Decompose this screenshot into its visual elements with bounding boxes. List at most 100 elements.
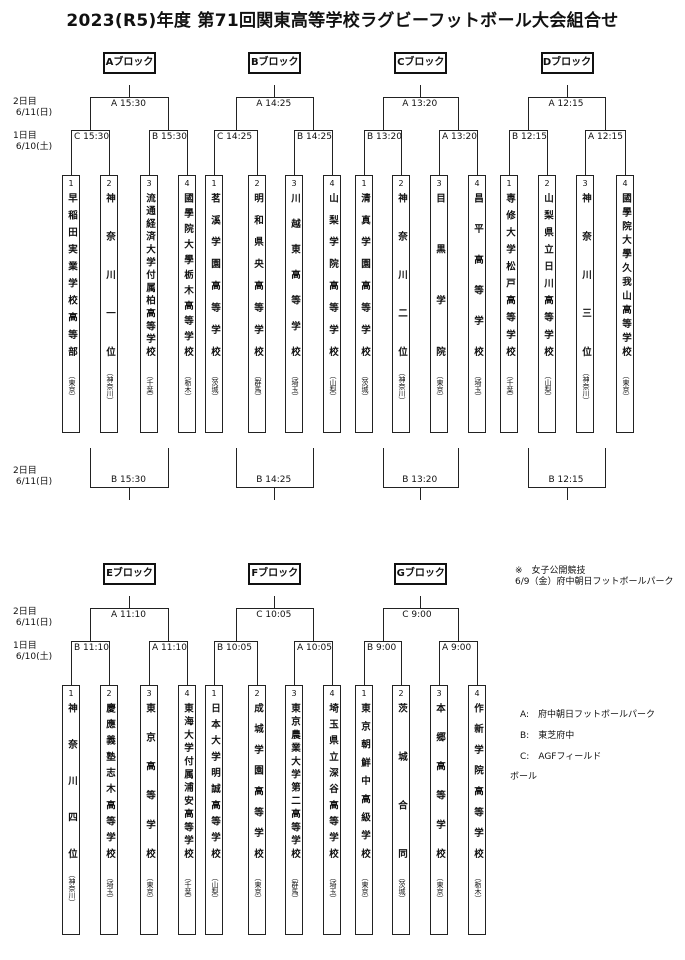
team-prefecture: （茨城）: [211, 372, 219, 400]
seed-number: 1: [68, 689, 74, 698]
bracket-line: [313, 97, 314, 130]
team-name: 本郷高等学校: [434, 703, 445, 858]
team-prefecture: （東京）: [146, 874, 154, 902]
day2-date: 6/11(日): [15, 477, 53, 487]
seed-number: 4: [474, 689, 480, 698]
seed-number: 2: [398, 179, 404, 188]
final-match-time: A 11:10: [111, 610, 146, 620]
team-name: 神奈川二位: [396, 193, 407, 356]
bracket-line: [382, 608, 384, 641]
team-name: 東京朝鮮中高級学校: [359, 703, 370, 858]
seed-number: 4: [184, 179, 190, 188]
womens-note: ※ 女子公開競技: [515, 566, 586, 576]
bracket-line: [313, 448, 314, 487]
bracket-line: [129, 487, 130, 500]
team-name: 國學院大學栃木高等学校: [182, 193, 193, 356]
first-round-match-time: B 15:30: [152, 132, 187, 142]
page-title: 2023(R5)年度 第71回関東高等学校ラグビーフットボール大会組合せ: [66, 11, 619, 31]
seed-number: 3: [146, 179, 152, 188]
seed-number: 3: [291, 179, 297, 188]
team-name: 清真学園高等学校: [359, 193, 370, 356]
first-round-match-time: B 14:25: [297, 132, 332, 142]
bracket-line: [274, 85, 276, 97]
seed-number: 3: [436, 179, 442, 188]
team-prefecture: （東京）: [361, 874, 369, 902]
team-name: 流通経済大学付属柏高等学校: [144, 193, 155, 356]
bracket-line: [382, 97, 384, 130]
seed-number: 3: [436, 689, 442, 698]
placement-match-time: B 13:20: [402, 475, 438, 485]
bracket-line: [547, 130, 548, 175]
placement-match-time: B 15:30: [111, 475, 146, 485]
seed-number: 4: [474, 179, 480, 188]
day2-label-mid: 2日目 6/11(日): [13, 466, 52, 488]
bracket-line: [313, 608, 314, 641]
block-label-Gブロック: Gブロック: [394, 563, 448, 585]
bracket-line: [439, 130, 478, 131]
first-round-match-time: B 13:20: [367, 132, 402, 142]
bracket-line: [235, 97, 314, 98]
team-name: 山梨学院高等学校: [327, 193, 338, 356]
venue-overflow-text: ボール: [510, 772, 538, 782]
bracket-line: [71, 130, 72, 175]
bracket-line: [477, 130, 478, 175]
bracket-line: [235, 608, 314, 609]
bracket-line: [585, 130, 626, 131]
bracket-line: [332, 130, 333, 175]
venue-c: C: AGFフィールド: [520, 752, 602, 762]
bracket-line: [401, 641, 402, 685]
team-prefecture: （東京）: [68, 372, 76, 400]
bracket-line: [585, 130, 586, 175]
bracket-line: [168, 448, 169, 487]
bracket-line: [149, 130, 188, 131]
day1-date: 6/10(土): [15, 142, 53, 152]
bracket-line: [528, 97, 529, 130]
bracket-line: [420, 85, 422, 97]
team-name: 山梨県立日川高等学校: [542, 193, 553, 356]
final-match-time: A 15:30: [111, 99, 146, 109]
bracket-line: [528, 448, 529, 487]
team-prefecture: （神奈川）: [582, 368, 590, 404]
bracket-line: [439, 130, 440, 175]
team-name: 神奈川一位: [104, 193, 115, 356]
bracket-line: [420, 487, 422, 500]
bracket-line: [509, 130, 548, 131]
day2-text: 2日目: [13, 97, 37, 107]
block-label-Cブロック: Cブロック: [394, 52, 448, 74]
team-name: 國學院大學久我山高等学校: [620, 193, 631, 356]
day1-date: 6/10(土): [15, 652, 53, 662]
seed-number: 2: [544, 179, 550, 188]
bracket-line: [90, 97, 169, 98]
bracket-line: [420, 596, 422, 608]
day2-date: 6/11(日): [15, 108, 53, 118]
bracket-line: [605, 448, 606, 487]
bracket-line: [71, 641, 110, 642]
first-round-match-time: B 11:10: [74, 643, 109, 653]
bracket-line: [235, 608, 237, 641]
seed-number: 4: [329, 179, 335, 188]
seed-number: 1: [68, 179, 74, 188]
team-name: 埼玉県立深谷高等学校: [327, 703, 338, 858]
team-name: 東京農業大学第二高等学校: [289, 703, 300, 858]
bracket-line: [235, 97, 237, 130]
bracket-line: [401, 130, 402, 175]
seed-number: 2: [254, 689, 260, 698]
block-label-Eブロック: Eブロック: [103, 563, 156, 585]
bracket-line: [214, 641, 258, 642]
final-match-time: C 9:00: [402, 610, 432, 620]
first-round-match-time: A 10:05: [297, 643, 332, 653]
bracket-line: [129, 85, 130, 97]
team-prefecture: （千葉）: [506, 372, 514, 400]
team-prefecture: （茨城）: [361, 372, 369, 400]
first-round-match-time: B 12:15: [512, 132, 547, 142]
